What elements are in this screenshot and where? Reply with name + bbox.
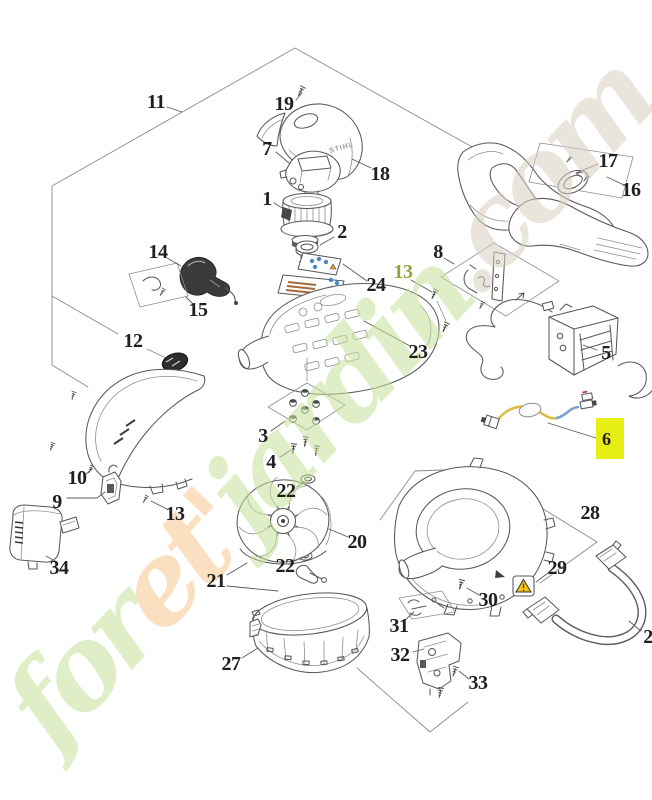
- callout-19[interactable]: 19: [274, 93, 295, 115]
- part-8-clip-kit: [440, 242, 560, 317]
- part-20-fan-wheel: [236, 476, 332, 566]
- callout-22[interactable]: 22: [275, 555, 296, 577]
- callout-21[interactable]: 21: [206, 570, 227, 592]
- callout-3[interactable]: 3: [258, 425, 268, 447]
- callout-12[interactable]: 12: [123, 330, 144, 352]
- callout-10[interactable]: 10: [67, 467, 88, 489]
- callout-31[interactable]: 31: [389, 615, 410, 637]
- callout-1[interactable]: 1: [262, 188, 272, 210]
- callout-2[interactable]: 2: [643, 626, 652, 648]
- part-15-spring-kit: [128, 262, 189, 308]
- left-housing-shell: [47, 368, 206, 495]
- callout-23[interactable]: 23: [408, 341, 429, 363]
- part-34-battery: [9, 504, 80, 570]
- callout-32[interactable]: 32: [390, 644, 411, 666]
- part-23-main-housing: [237, 283, 440, 395]
- callout-11[interactable]: 11: [147, 91, 165, 113]
- part-6-wiring-harness: [480, 390, 597, 430]
- part-5-switch: [465, 292, 652, 399]
- callout-33[interactable]: 33: [468, 672, 489, 694]
- part-13-screws: [428, 288, 451, 334]
- part-9-retainer-clip: [86, 464, 150, 505]
- callout-22[interactable]: 22: [276, 480, 297, 502]
- part-32-bracket: [416, 632, 462, 696]
- callout-6[interactable]: 6: [596, 418, 624, 459]
- part-28-fan-housing: [394, 457, 556, 617]
- part-27-band-ring: [249, 592, 370, 674]
- callout-24[interactable]: 24: [366, 274, 387, 296]
- callout-5[interactable]: 5: [601, 342, 611, 364]
- callout-9[interactable]: 9: [52, 491, 62, 513]
- callout-15[interactable]: 15: [188, 299, 209, 321]
- part-3-grommets: [267, 382, 346, 431]
- part-31-fastener-kit: [398, 590, 456, 620]
- callout-8[interactable]: 8: [433, 241, 443, 263]
- part-16-handle-housing: [457, 142, 649, 267]
- callout-17[interactable]: 17: [598, 150, 619, 172]
- callout-13[interactable]: 13: [165, 503, 186, 525]
- part-19-screw: [295, 85, 307, 98]
- callout-29[interactable]: 29: [547, 557, 568, 579]
- part-14-trigger: [179, 256, 238, 305]
- callout-28[interactable]: 28: [580, 502, 601, 524]
- callout-34[interactable]: 34: [49, 557, 70, 579]
- callout-18[interactable]: 18: [370, 163, 391, 185]
- callout-16[interactable]: 16: [621, 179, 642, 201]
- part-2-hose: [522, 540, 647, 646]
- part-2-gasket: [291, 240, 319, 254]
- callout-7[interactable]: 7: [262, 138, 272, 160]
- callout-27[interactable]: 27: [221, 653, 242, 675]
- callout-30[interactable]: 30: [478, 589, 499, 611]
- part-17-clamp: [528, 142, 634, 199]
- callout-13[interactable]: 13: [393, 261, 414, 283]
- callout-20[interactable]: 20: [347, 531, 368, 553]
- callout-14[interactable]: 14: [148, 241, 169, 263]
- part-29-warning-label: [512, 575, 535, 597]
- part-7-unit: [279, 150, 341, 199]
- callout-4[interactable]: 4: [266, 451, 276, 473]
- callout-2[interactable]: 2: [337, 221, 347, 243]
- leader-lines: [45, 92, 642, 680]
